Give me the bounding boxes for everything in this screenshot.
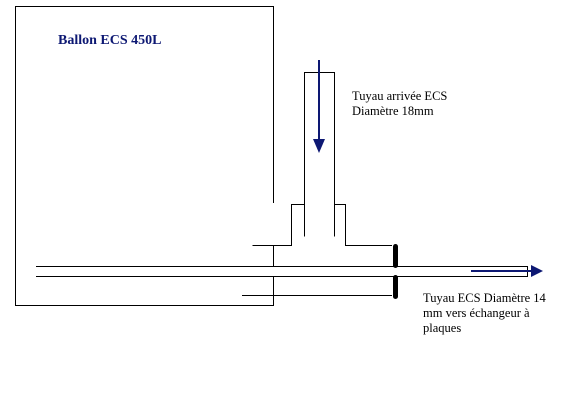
arrow-right-icon xyxy=(471,265,543,277)
outlet-pipe-label: Tuyau ECS Diamètre 14 mm vers échangeur … xyxy=(423,291,546,336)
inlet-pipe-label: Tuyau arrivée ECS Diamètre 18mm xyxy=(352,89,447,119)
inlet-pipe-label-line2: Diamètre 18mm xyxy=(352,104,434,118)
tank-title: Ballon ECS 450L xyxy=(58,33,162,48)
arrow-down-icon xyxy=(313,60,325,153)
inlet-pipe-label-line1: Tuyau arrivée ECS xyxy=(352,89,448,103)
outlet-pipe xyxy=(36,266,528,277)
outlet-pipe-label-line2: mm vers échangeur à xyxy=(423,306,530,320)
tank-outline xyxy=(15,6,274,306)
pipe-joint-upper xyxy=(393,244,398,268)
pipe-joint-lower xyxy=(393,275,398,299)
outlet-pipe-label-line3: plaques xyxy=(423,321,462,335)
outlet-pipe-label-line1: Tuyau ECS Diamètre 14 xyxy=(423,291,546,305)
